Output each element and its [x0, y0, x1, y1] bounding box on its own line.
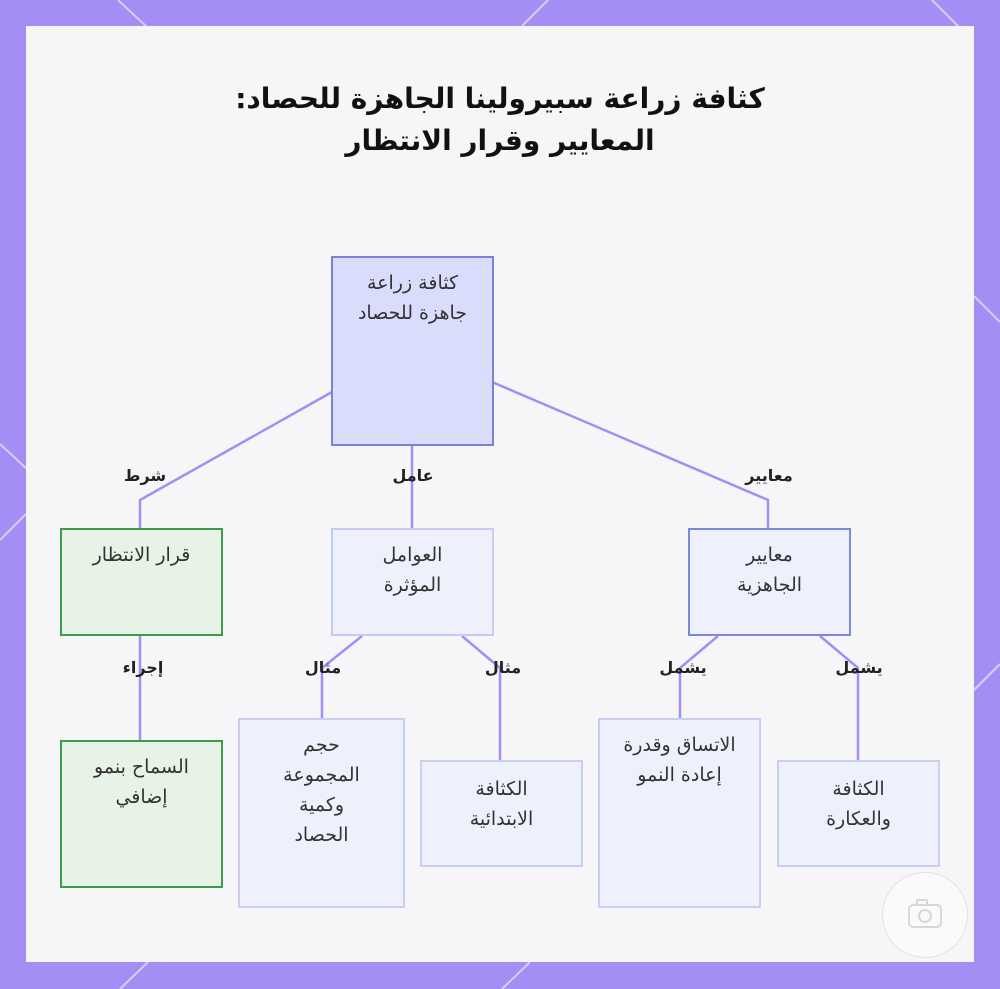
node-readiness-criteria: معايير الجاهزية — [688, 528, 851, 636]
edge-root-criteria — [491, 380, 770, 528]
node-wait-decision-label: قرار الانتظار — [92, 544, 191, 566]
edge-label-includes-2: يشمل — [835, 658, 883, 677]
node-density-turbidity: الكثافة والعكارة — [777, 760, 940, 867]
node-initial-density: الكثافة الابتدائية — [420, 760, 583, 867]
node-allow-growth: السماح بنمو إضافي — [60, 740, 223, 888]
edge-factors-volume — [320, 635, 363, 718]
node-density-turbidity-label: الكثافة والعكارة — [826, 778, 891, 830]
node-consistency-regrowth: الاتساق وقدرة إعادة النمو — [598, 718, 761, 908]
edge-label-criteria: معايير — [745, 466, 793, 485]
node-volume-harvest-label: حجم المجموعة وكمية الحصاد — [283, 734, 360, 846]
node-consistency-regrowth-label: الاتساق وقدرة إعادة النمو — [623, 734, 736, 786]
edge-label-condition: شرط — [123, 466, 167, 485]
node-wait-decision: قرار الانتظار — [60, 528, 223, 636]
edge-factors-initial — [461, 635, 502, 760]
edge-criteria-consistency — [678, 635, 719, 718]
diagram-title: كثافة زراعة سبيرولينا الجاهزة للحصاد: ال… — [235, 82, 765, 157]
edge-root-wait — [138, 390, 333, 528]
node-root: كثافة زراعة جاهزة للحصاد — [331, 256, 494, 446]
camera-icon — [908, 899, 942, 928]
node-initial-density-label: الكثافة الابتدائية — [469, 778, 534, 830]
node-allow-growth-label: السماح بنمو إضافي — [94, 756, 189, 808]
edge-label-factor: عامل — [392, 466, 434, 485]
watermark-badge — [882, 872, 968, 958]
edge-criteria-density — [819, 635, 860, 760]
node-root-label: كثافة زراعة جاهزة للحصاد — [357, 272, 468, 324]
node-readiness-criteria-label: معايير الجاهزية — [736, 544, 803, 596]
edge-label-example-2: مثال — [484, 658, 522, 677]
edge-label-action: إجراء — [122, 658, 164, 677]
node-factors: العوامل المؤثرة — [331, 528, 494, 636]
node-factors-label: العوامل المؤثرة — [382, 544, 443, 596]
node-volume-harvest: حجم المجموعة وكمية الحصاد — [238, 718, 405, 908]
edge-label-includes-1: يشمل — [659, 658, 707, 677]
edge-label-example-1: مثال — [304, 658, 342, 677]
